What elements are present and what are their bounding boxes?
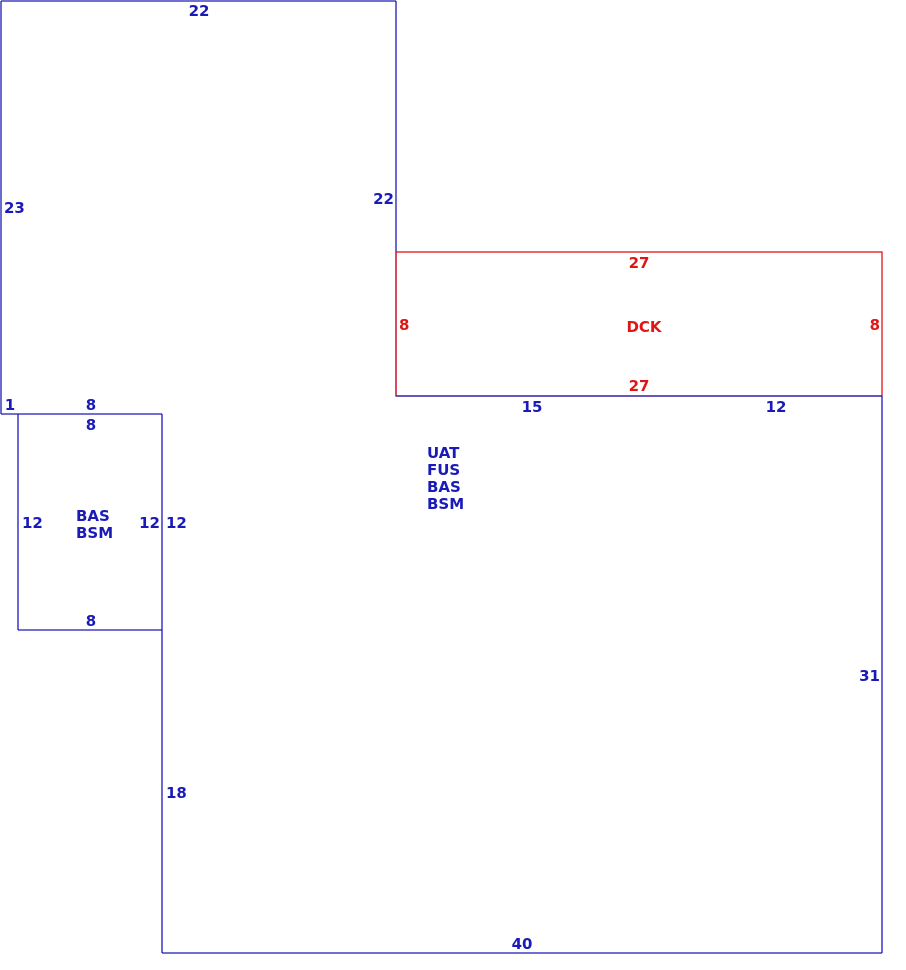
dim-upper-top: 22 [189,2,210,20]
dim-deck-left: 8 [399,316,409,334]
dim-main-right: 31 [859,667,880,685]
dim-deck-right: 8 [870,316,880,334]
deck-label: DCK [626,318,662,336]
main-area-label: BAS [427,478,461,496]
bas-area-label: BSM [76,524,113,542]
dim-bas-left: 12 [22,514,43,532]
main-area-label: FUS [427,461,460,479]
dim-upper-left: 23 [4,199,25,217]
dim-main-top-right: 12 [766,398,787,416]
dim-main-top-left: 15 [522,398,543,416]
dim-upper-bottom-over-bas: 8 [86,396,96,414]
dim-deck-bottom: 27 [629,377,650,395]
bas-area-labels: BAS BSM [76,507,113,542]
dim-bas-bottom: 8 [86,612,96,630]
main-area-labels: UAT FUS BAS BSM [427,444,464,513]
dim-main-bottom: 40 [512,935,533,953]
dim-main-left: 18 [166,784,187,802]
main-area-label: BSM [427,495,464,513]
main-area-label: UAT [427,444,460,462]
dim-upper-bottom-short: 1 [5,396,15,414]
dim-upper-right: 22 [373,190,394,208]
bas-area-label: BAS [76,507,110,525]
main-section [161,395,883,954]
bas-section [17,414,162,631]
dim-bas-right-outer: 12 [166,514,187,532]
dim-bas-top: 8 [86,416,96,434]
dim-deck-top: 27 [629,254,650,272]
dim-bas-right-inner: 12 [139,514,160,532]
upper-section [0,0,397,415]
